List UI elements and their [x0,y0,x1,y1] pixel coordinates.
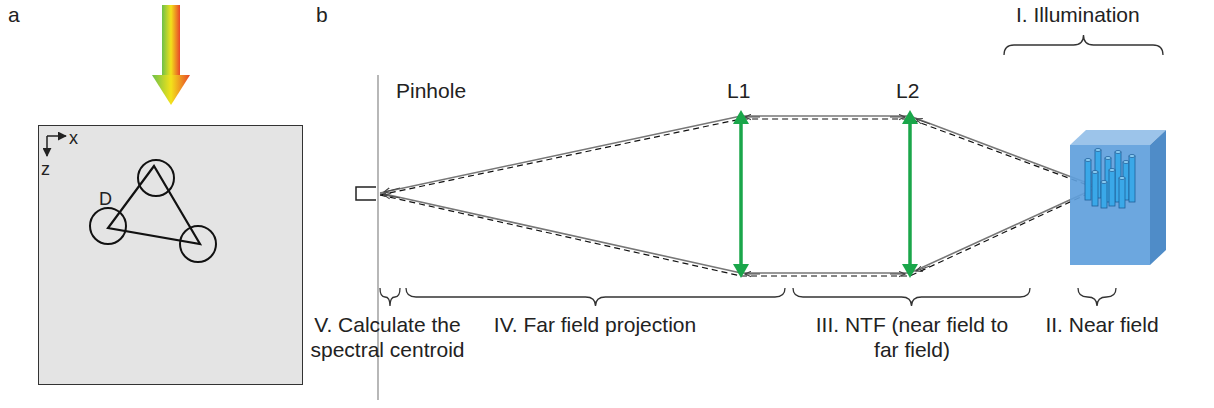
label: II. Near field [1032,312,1172,337]
lens-L1 [733,110,749,278]
dimension-label: D [99,189,112,209]
axis-label: x [69,128,78,148]
axes [47,136,66,156]
label: I. Illumination [1016,2,1206,27]
label: L2 [896,78,919,103]
label: III. NTF (near field to far field) [812,312,1012,362]
label: b [316,2,328,27]
label: V. Calculate the spectral centroid [300,312,475,362]
label: a [8,2,20,27]
rays [380,116,1098,276]
cylinders [1085,149,1135,209]
label: Pinhole [396,78,466,103]
spectrum-arrow [152,5,190,105]
scatterers [90,160,216,262]
detector-symbol [356,187,376,200]
lens-L2 [902,110,918,278]
sample-cube [1070,130,1166,265]
sample-box-fill [38,125,303,385]
braces [380,35,1163,306]
label: L1 [727,78,750,103]
label: IV. Far field projection [480,312,710,337]
sample-box: xzD [38,125,303,385]
axis-label: z [41,159,50,179]
